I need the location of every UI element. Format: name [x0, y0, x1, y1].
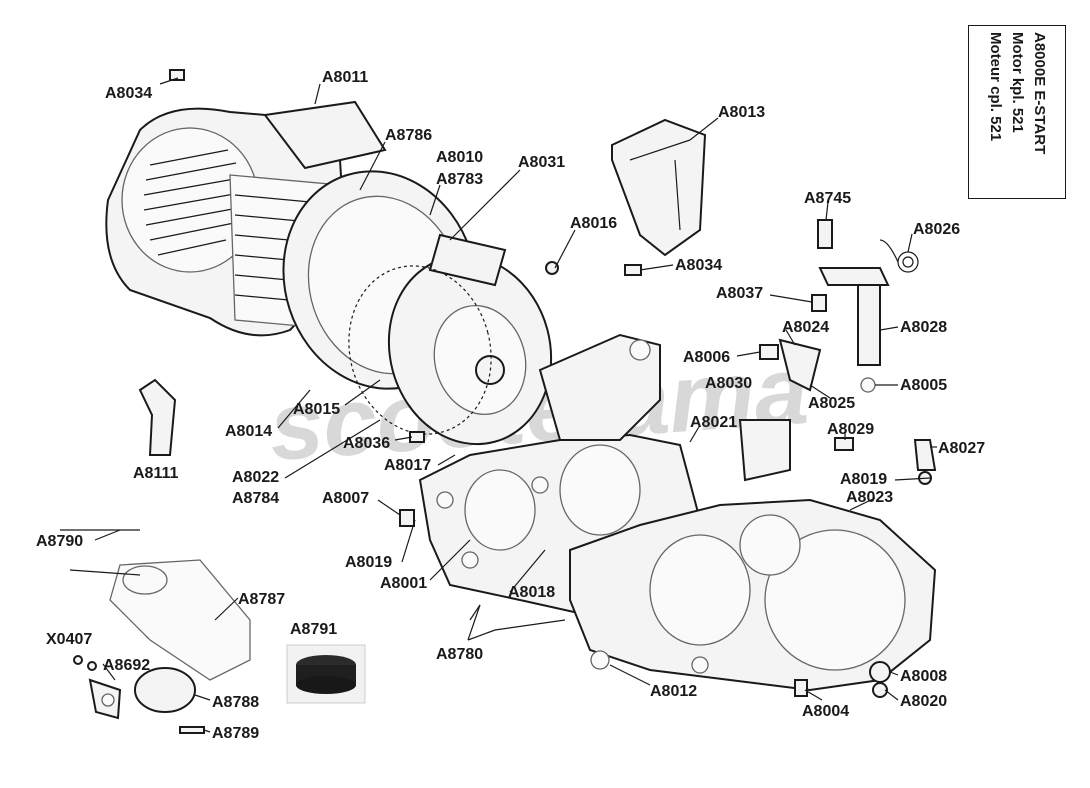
title-text-block: A8000E E-START Motor kpl. 521 Moteur cpl…	[984, 32, 1050, 192]
label-a8001: A8001	[380, 575, 427, 592]
label-a8021: A8021	[690, 414, 737, 431]
label-a8022: A8022	[232, 469, 279, 486]
cover-plate-part	[611, 118, 707, 257]
part-labels: A8034 A8011 A8786 A8010 A8783 A8031 A801…	[36, 69, 985, 742]
label-a8788: A8788	[212, 694, 259, 711]
label-a8034-top: A8034	[105, 85, 152, 102]
label-x0407: X0407	[46, 631, 92, 648]
label-a8111: A8111	[133, 465, 178, 482]
label-a8780: A8780	[436, 646, 483, 663]
rubber-plug-part	[286, 644, 366, 704]
label-a8028: A8028	[900, 319, 947, 336]
label-a8010: A8010	[436, 149, 483, 166]
crankcase-right-part	[569, 498, 937, 692]
label-a8024: A8024	[782, 319, 829, 336]
leader-lines	[94, 77, 937, 733]
title-line-1: A8000E E-START	[1031, 32, 1048, 155]
label-a8012: A8012	[650, 683, 697, 700]
label-a8018: A8018	[508, 584, 555, 601]
label-a8008: A8008	[900, 668, 947, 685]
intake-manifold-part	[60, 529, 251, 681]
label-a8031: A8031	[518, 154, 565, 171]
label-a8787: A8787	[238, 591, 285, 608]
label-a8783: A8783	[436, 171, 483, 188]
small-fittings-part	[169, 69, 937, 698]
label-a8029: A8029	[827, 421, 874, 438]
swing-arm-part	[538, 333, 791, 482]
label-a8015: A8015	[293, 401, 340, 418]
label-a8007: A8007	[322, 490, 369, 507]
label-a8019-right: A8019	[840, 471, 887, 488]
label-a8036: A8036	[343, 435, 390, 452]
label-a8017: A8017	[384, 457, 431, 474]
clamp-part	[73, 655, 205, 734]
label-a8006: A8006	[683, 349, 730, 366]
label-a8026: A8026	[913, 221, 960, 238]
label-a8692: A8692	[103, 657, 150, 674]
label-a8019-left: A8019	[345, 554, 392, 571]
label-a8027: A8027	[938, 440, 985, 457]
label-a8013: A8013	[718, 104, 765, 121]
label-a8016: A8016	[570, 215, 617, 232]
label-a8011: A8011	[322, 69, 368, 86]
label-a8005: A8005	[900, 377, 947, 394]
label-a8789: A8789	[212, 725, 259, 742]
label-a8004: A8004	[802, 703, 849, 720]
title-line-3: Moteur cpl. 521	[987, 32, 1004, 142]
label-a8020: A8020	[900, 693, 947, 710]
flywheel-part	[387, 233, 553, 446]
label-a8014: A8014	[225, 423, 272, 440]
label-a8791: A8791	[290, 621, 337, 638]
label-a8037: A8037	[716, 285, 763, 302]
title-line-2: Motor kpl. 521	[1009, 32, 1026, 133]
label-a8745: A8745	[804, 190, 851, 207]
kickstart-shaft-part	[818, 267, 890, 393]
elbow-fitting-part	[138, 378, 177, 456]
title-box: A8000E E-START Motor kpl. 521 Moteur cpl…	[968, 25, 1066, 199]
label-a8034-mid: A8034	[675, 257, 722, 274]
spring-part	[879, 239, 919, 273]
label-a8030: A8030	[705, 375, 752, 392]
gasket-ring-part	[348, 265, 492, 435]
label-a8023: A8023	[846, 489, 893, 506]
label-a8025: A8025	[808, 395, 855, 412]
label-a8784: A8784	[232, 490, 279, 507]
label-a8790: A8790	[36, 533, 83, 550]
label-a8786: A8786	[385, 127, 432, 144]
